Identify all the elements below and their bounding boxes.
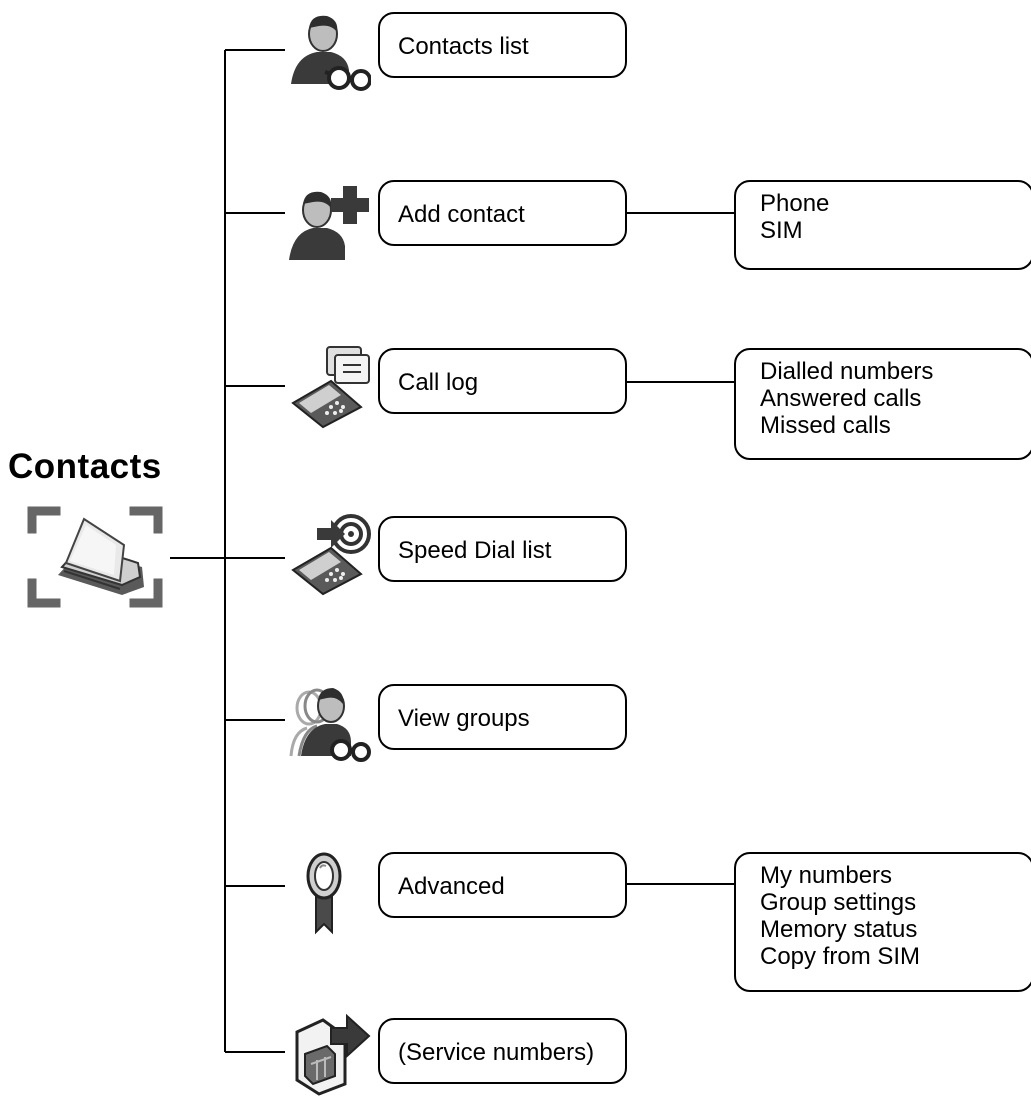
menu-item-contacts-list[interactable]: Contacts list (378, 12, 627, 78)
menu-item-label: View groups (398, 705, 530, 732)
submenu-item[interactable]: SIM (760, 217, 803, 244)
root-title: Contacts (8, 447, 162, 486)
menu-item-label: Advanced (398, 873, 505, 900)
menu-item-speed-dial-list[interactable]: Speed Dial list (378, 516, 627, 582)
menu-item-call-log[interactable]: Call log (378, 348, 627, 414)
contact-glasses-icon (291, 15, 371, 91)
submenu-item[interactable]: Copy from SIM (760, 943, 921, 970)
submenu-add-contact: Phone SIM (734, 180, 1031, 270)
menu-item-service-numbers[interactable]: (Service numbers) (378, 1018, 627, 1084)
submenu-advanced: My numbers Group settings Memory status … (734, 852, 1031, 992)
menu-item-advanced[interactable]: Advanced (378, 852, 627, 918)
menu-item-label: Call log (398, 369, 479, 396)
submenu-item[interactable]: Dialled numbers (760, 358, 934, 385)
menu-item-label: (Service numbers) (398, 1039, 595, 1066)
menu-item-add-contact[interactable]: Add contact (378, 180, 627, 246)
add-contact-icon (289, 186, 369, 260)
menu-item-view-groups[interactable]: View groups (378, 684, 627, 750)
sim-card-arrow-icon (295, 1013, 371, 1096)
contacts-book-icon (27, 506, 163, 608)
submenu-item[interactable]: Group settings (760, 889, 917, 916)
contact-groups-icon (289, 688, 371, 762)
submenu-item[interactable]: My numbers (760, 862, 893, 889)
phone-speed-dial-icon (291, 514, 371, 596)
ribbon-badge-icon (306, 852, 342, 935)
menu-item-label: Add contact (398, 201, 525, 228)
submenu-item[interactable]: Memory status (760, 916, 918, 943)
submenu-item[interactable]: Missed calls (760, 412, 891, 439)
submenu-call-log: Dialled numbers Answered calls Missed ca… (734, 348, 1031, 460)
submenu-item[interactable]: Phone (760, 190, 830, 217)
submenu-item[interactable]: Answered calls (760, 385, 922, 412)
menu-item-label: Contacts list (398, 33, 529, 60)
menu-item-label: Speed Dial list (398, 537, 552, 564)
phone-call-log-icon (291, 346, 370, 429)
